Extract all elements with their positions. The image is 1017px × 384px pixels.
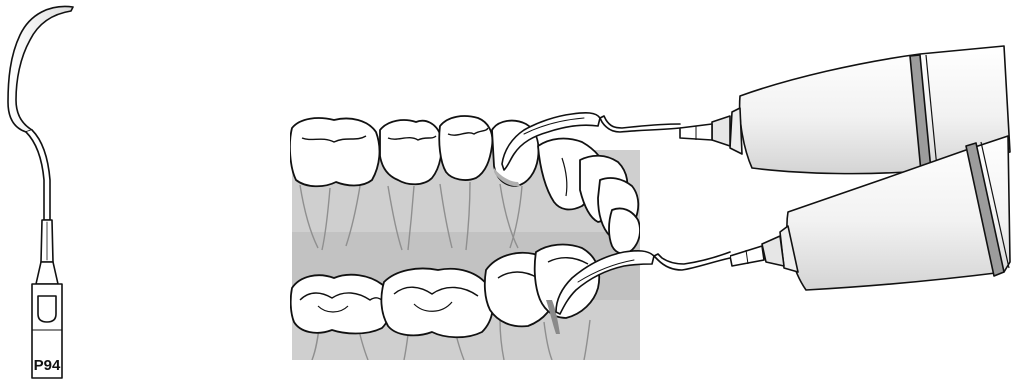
tip-taper <box>36 262 58 284</box>
lower-molar-1 <box>291 275 391 334</box>
upper-handpiece-nose <box>730 108 742 154</box>
lower-molar-2 <box>381 269 492 338</box>
upper-molar-2 <box>380 120 442 184</box>
lower-handpiece-collar <box>762 236 784 266</box>
upper-premolar-1 <box>439 116 492 180</box>
tip-model-label: P94 <box>34 357 61 374</box>
upper-handpiece-collar <box>712 116 730 146</box>
tip-wrench-window <box>38 296 56 322</box>
tip-hook <box>8 6 73 132</box>
scaler-tip-p94 <box>8 6 73 378</box>
jaw-illustration <box>290 116 640 360</box>
upper-incisor-3 <box>609 208 640 253</box>
tip-neck <box>26 130 50 220</box>
upper-molar-1 <box>290 118 380 186</box>
